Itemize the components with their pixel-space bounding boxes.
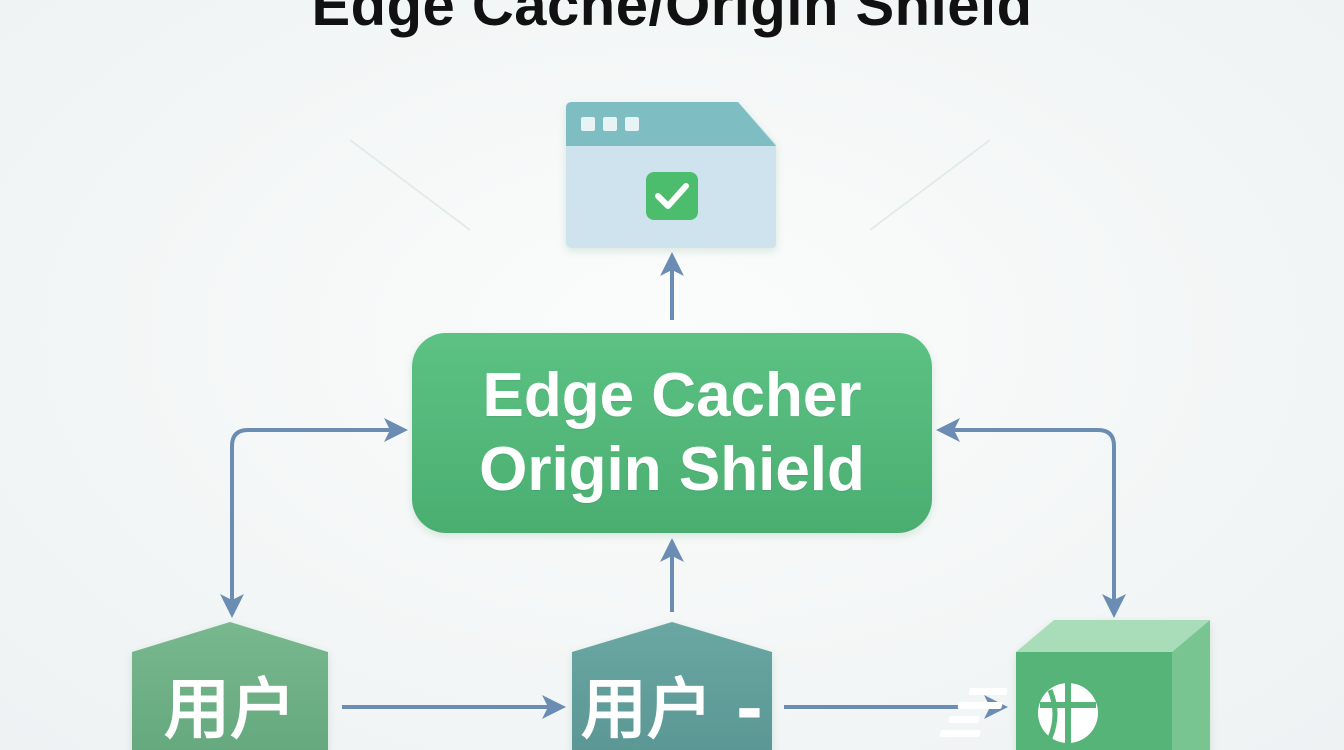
central-node-line2: Origin Shield <box>479 435 865 504</box>
globe-icon <box>1038 683 1098 743</box>
central-node-box <box>412 333 932 533</box>
window-dot-icon <box>603 117 617 131</box>
background-lines <box>349 139 991 231</box>
window-dot-icon <box>581 117 595 131</box>
user-middle-house <box>572 622 772 750</box>
checkmark-icon <box>646 172 698 220</box>
user-left-house <box>132 622 328 750</box>
server-lines-icon <box>939 688 1008 737</box>
central-node-label: Edge Cacher Origin Shield <box>412 333 932 533</box>
user-left-label: 用户 <box>164 671 296 748</box>
user-middle-label: 用户 - <box>580 671 764 748</box>
page-title: Edge Cache/Origin Shield <box>311 0 1033 38</box>
arrow-right-bidirectional <box>936 418 1126 618</box>
central-node-line1: Edge Cacher <box>482 361 862 430</box>
window-dot-icon <box>625 117 639 131</box>
arrow-left-bidirectional <box>220 418 408 618</box>
